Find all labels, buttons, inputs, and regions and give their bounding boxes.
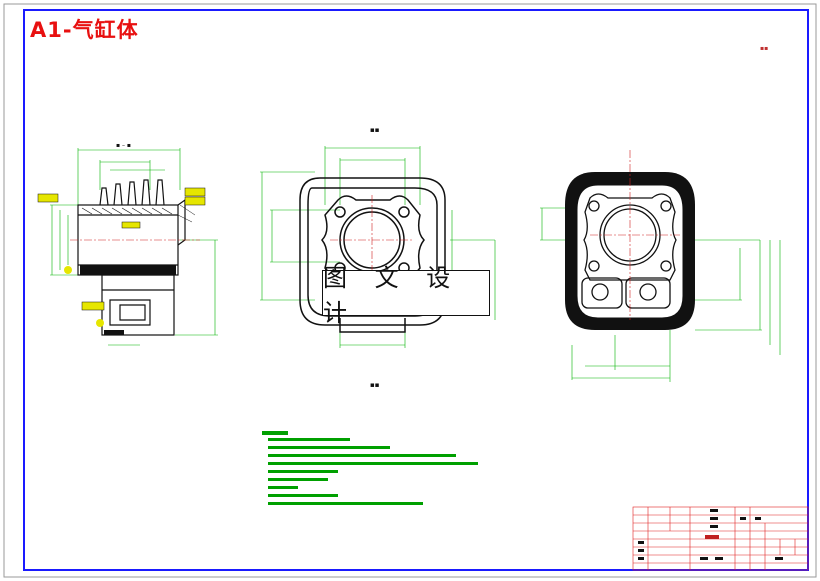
top-view: ▪▪ ▪▪ <box>260 126 496 389</box>
corner-mark: ▪▪ <box>760 45 768 52</box>
section-view: ▪ – ▪ <box>37 142 218 346</box>
technical-notes <box>262 431 478 505</box>
section-label: ▪ – ▪ <box>116 142 131 149</box>
title-block <box>632 506 809 571</box>
inner-border <box>23 9 809 571</box>
svg-text:▪▪: ▪▪ <box>370 126 380 134</box>
watermark-label: 图 文 设 计 <box>322 264 490 327</box>
outer-frame <box>3 3 817 578</box>
svg-text:▪▪: ▪▪ <box>370 381 380 389</box>
drawing-title: A1-气缸体 <box>30 18 139 42</box>
bottom-view <box>540 150 781 382</box>
